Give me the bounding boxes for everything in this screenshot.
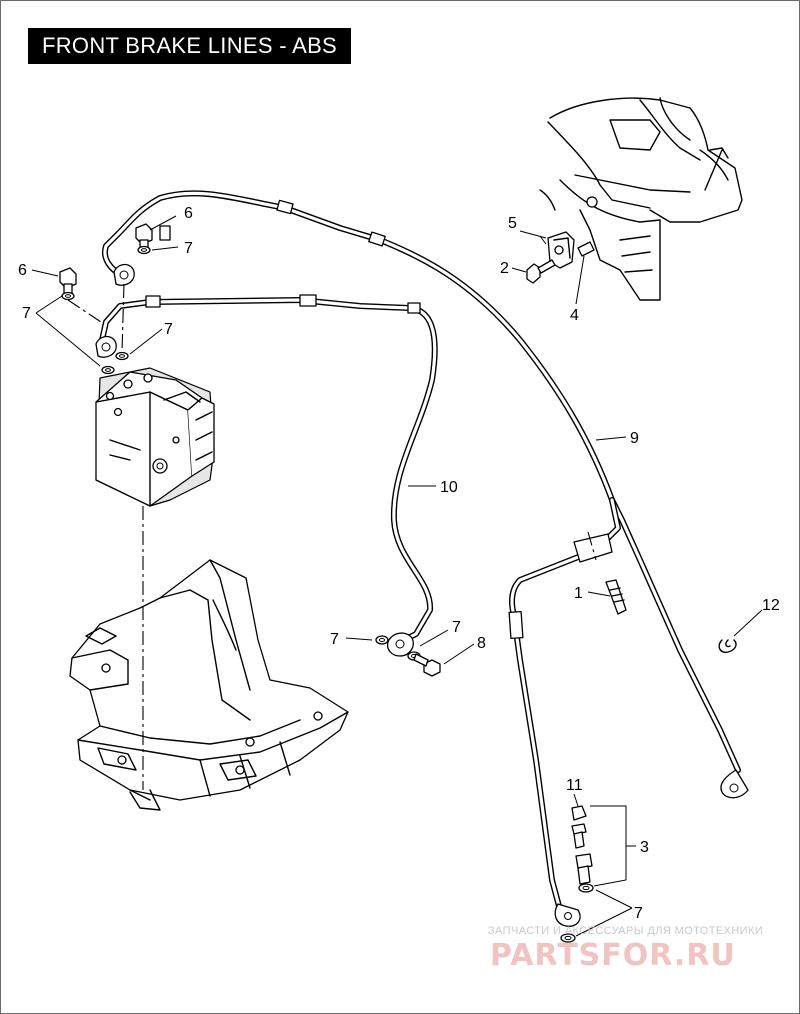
bleeder-valve bbox=[571, 823, 587, 849]
callout-4: 4 bbox=[570, 307, 579, 324]
washer-7-bleeder bbox=[578, 883, 594, 893]
bolt-2 bbox=[526, 259, 556, 284]
frame-head-illustration bbox=[539, 97, 743, 301]
bolt-1 bbox=[605, 579, 627, 615]
washer-7-lower bbox=[560, 933, 576, 943]
callout-3: 3 bbox=[640, 839, 649, 856]
alignment-line-clamp bbox=[587, 531, 597, 561]
abs-mounting-tray-illustration bbox=[69, 559, 349, 811]
callout-6-left: 6 bbox=[18, 262, 27, 279]
banjo-bolt-8 bbox=[413, 653, 441, 677]
callout-5: 5 bbox=[508, 215, 517, 232]
callout-8: 8 bbox=[477, 635, 486, 652]
brake-line-10 bbox=[99, 294, 438, 657]
callout-9: 9 bbox=[630, 430, 639, 447]
callout-7-caliper-left: 7 bbox=[330, 631, 339, 648]
washer-7-abs bbox=[101, 365, 115, 375]
leader-lines bbox=[31, 215, 763, 937]
callout-1: 1 bbox=[574, 585, 583, 602]
diagram-title: FRONT BRAKE LINES - ABS bbox=[28, 28, 352, 64]
washer-7-right bbox=[115, 351, 129, 361]
washer-7-caliper-a bbox=[375, 635, 389, 645]
banjo-fitting-top bbox=[113, 263, 135, 286]
alignment-line-left bbox=[67, 299, 105, 325]
callout-labels: 6 7 6 7 7 5 2 4 9 10 1 12 7 7 8 11 3 7 bbox=[18, 205, 780, 922]
callout-7-caliper-right: 7 bbox=[452, 619, 461, 636]
washer-7-upper bbox=[137, 245, 151, 255]
bleeder-cap-11 bbox=[571, 805, 587, 821]
brake-line-9 bbox=[102, 190, 749, 799]
watermark-tagline: ЗАПЧАСТИ И АКСЕССУАРЫ ДЛЯ МОТОТЕХНИКИ bbox=[488, 925, 763, 937]
callout-7-abs: 7 bbox=[164, 321, 173, 338]
callout-7-left: 7 bbox=[22, 305, 31, 322]
alignment-line-top bbox=[121, 283, 125, 353]
watermark-logo: PARTSFOR.RU bbox=[490, 938, 736, 973]
callout-7-upper: 7 bbox=[184, 240, 193, 257]
callout-6-upper: 6 bbox=[184, 205, 193, 222]
abs-module-illustration bbox=[95, 367, 215, 507]
brake-line-lower bbox=[508, 497, 621, 927]
watermark: ЗАПЧАСТИ И АКСЕССУАРЫ ДЛЯ МОТОТЕХНИКИ PA… bbox=[488, 925, 763, 973]
callout-12: 12 bbox=[762, 597, 780, 614]
banjo-bolt-6-upper bbox=[135, 223, 153, 251]
insert-4 bbox=[577, 241, 595, 257]
callout-7-lower: 7 bbox=[634, 905, 643, 922]
clip-12 bbox=[718, 639, 737, 654]
callout-2: 2 bbox=[500, 260, 509, 277]
callout-11: 11 bbox=[566, 777, 583, 794]
washer-7-left bbox=[61, 291, 75, 301]
callout-10: 10 bbox=[440, 479, 458, 496]
bleeder-adapter bbox=[575, 853, 593, 885]
banjo-bolt-6-left bbox=[59, 267, 77, 295]
banjo-fitting-left bbox=[95, 335, 117, 358]
